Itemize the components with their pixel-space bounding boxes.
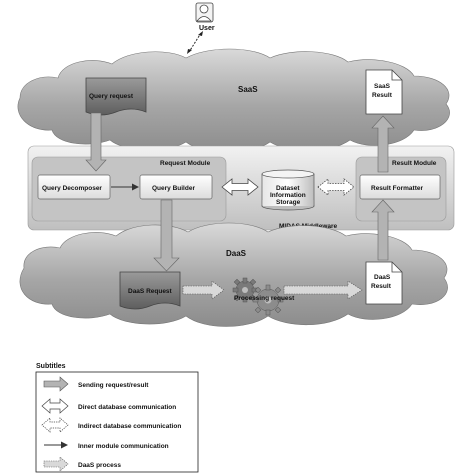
legend-icon-indirect (41, 417, 69, 433)
legend-item-sending: Sending request/result (78, 382, 149, 389)
legend-icon-daas-process (43, 456, 69, 472)
daas-result-document (365, 261, 403, 305)
dataset-storage-cylinder (261, 169, 315, 211)
query-builder-box (139, 174, 213, 200)
saas-result-line1: SaaS (374, 83, 391, 90)
sending-arrow-down-2 (153, 199, 180, 272)
legend-item-inner: Inner module communication (78, 443, 169, 450)
query-decomposer-box (37, 174, 111, 200)
request-module-label: Request Module (160, 160, 211, 167)
saas-result-document (365, 69, 403, 115)
storage-label-line3: Storage (276, 199, 301, 206)
user-label: User (199, 25, 215, 32)
legend-icon-inner (44, 441, 68, 449)
processing-gears-icon (232, 277, 284, 316)
daas-request-label: DaaS Request (128, 288, 173, 295)
query-builder-label: Query Builder (152, 185, 195, 192)
user-icon (195, 2, 214, 23)
legend-item-direct: Direct database communication (78, 404, 176, 411)
result-module-label: Result Module (392, 160, 437, 167)
legend-icon-direct (41, 398, 69, 414)
indirect-database-arrow (317, 178, 355, 196)
daas-process-arrow-2 (283, 280, 363, 300)
daas-result-line1: DaaS (374, 274, 391, 281)
sending-arrow-up-1 (371, 199, 395, 261)
processing-request-label: Processing request (234, 295, 295, 302)
storage-label-line2: Information (270, 192, 306, 199)
sending-arrow-down-1 (85, 112, 107, 172)
legend-item-daas-process: DaaS process (78, 462, 121, 469)
result-formatter-label: Result Formatter (371, 185, 423, 192)
result-formatter-box (359, 174, 441, 200)
sending-arrow-up-2 (371, 115, 395, 173)
query-decomposer-label: Query Decomposer (42, 185, 102, 192)
inner-module-arrow (111, 183, 139, 191)
daas-request-document (119, 271, 181, 310)
query-request-label: Query request (89, 93, 134, 100)
legend-icon-sending (43, 376, 69, 392)
saas-title: SaaS (238, 85, 258, 94)
storage-label-line1: Dataset (276, 185, 300, 192)
legend-item-indirect: Indirect database communication (78, 423, 181, 430)
daas-process-arrow (182, 280, 225, 300)
direct-database-arrow (221, 178, 259, 196)
daas-title: DaaS (226, 249, 247, 258)
saas-result-line2: Result (372, 92, 393, 99)
legend-title: Subtitles (36, 363, 66, 370)
user-saas-link (187, 31, 203, 54)
daas-result-line2: Result (371, 283, 392, 290)
